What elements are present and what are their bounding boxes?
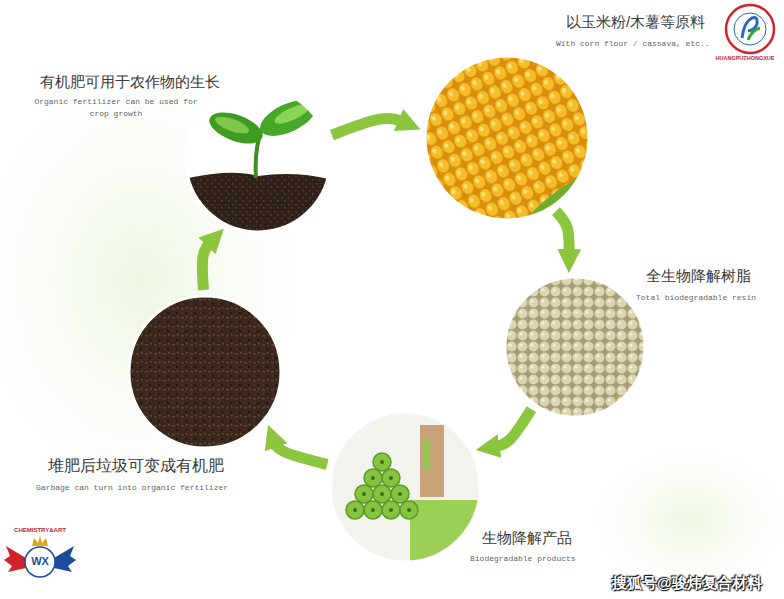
stage-circle: 堆肥后垃圾可变成有机肥Garbage can turn into organic… xyxy=(129,296,281,448)
stage-label-english: With corn flour / cassava, etc.. xyxy=(556,38,710,50)
stage-circle: 有机肥可用于农作物的生长Organic fertilizer can be us… xyxy=(186,88,330,232)
stage-label: 以玉米粉/木薯等原料 xyxy=(566,12,705,32)
stage-label: 生物降解产品 xyxy=(482,528,572,548)
watermark: 搜狐号@骏炜复合材料 xyxy=(612,574,762,592)
logo-title: CHEMISTRY&ART xyxy=(8,527,72,534)
stage-label-english: Organic fertilizer can be used for crop … xyxy=(30,96,202,120)
stage-label: 有机肥可用于农作物的生长 xyxy=(40,72,220,92)
stage-circle: 以玉米粉/木薯等原料With corn flour / cassava, etc… xyxy=(425,56,589,220)
logo-initials: WX xyxy=(28,555,52,568)
stage-label-english: Biodegradable products xyxy=(470,553,576,565)
logo-ring-text: HUANGPUZHONGXUE xyxy=(710,55,780,62)
stage-label: 全生物降解树脂 xyxy=(646,266,751,286)
cycle-arrow xyxy=(332,118,405,135)
cycle-arrow xyxy=(492,409,531,447)
stage-label: 堆肥后垃圾可变成有机肥 xyxy=(48,456,224,477)
cycle-arrow xyxy=(556,211,569,256)
stage-label-english: Total biodegradable resin xyxy=(636,292,756,304)
stage-circle: 全生物降解树脂Total biodegradable resin xyxy=(505,277,645,417)
stage-circle: 生物降解产品Biodegradable products xyxy=(330,412,480,562)
cycle-arrow xyxy=(202,241,212,290)
stage-label-english: Garbage can turn into organic fertilizer xyxy=(36,482,228,494)
cycle-arrow xyxy=(274,441,328,465)
